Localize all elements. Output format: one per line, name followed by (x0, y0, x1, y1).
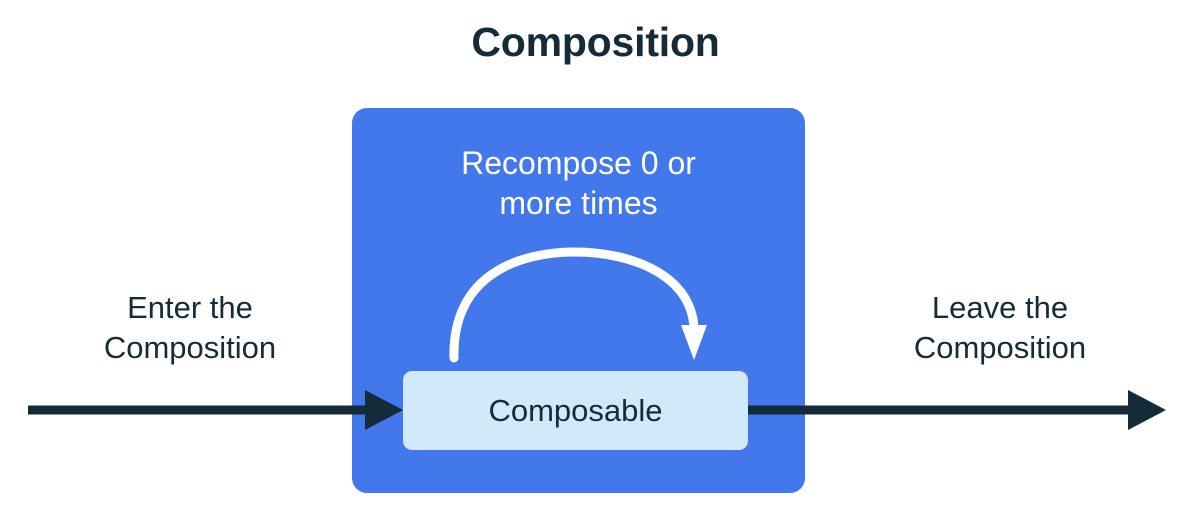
recompose-label: Recompose 0 or more times (382, 143, 775, 223)
enter-arrow (28, 390, 403, 430)
enter-composition-label-line-2: Composition (103, 330, 277, 366)
leave-composition-label-line-2: Composition (913, 330, 1087, 366)
leave-arrow-head (1128, 390, 1166, 430)
leave-arrow (748, 390, 1166, 430)
leave-composition-label: Leave the Composition (855, 288, 1145, 369)
page-title: Composition (471, 19, 720, 65)
composable-node (403, 371, 748, 450)
leave-composition-label-line-1: Leave the (931, 290, 1069, 325)
enter-composition-label-line-1: Enter the (127, 290, 253, 325)
recompose-label-line-1: Recompose 0 or (461, 145, 696, 181)
recompose-label-line-2: more times (499, 185, 658, 221)
enter-composition-label: Enter the Composition (45, 288, 335, 369)
composable-node-label: Composable (488, 393, 663, 428)
